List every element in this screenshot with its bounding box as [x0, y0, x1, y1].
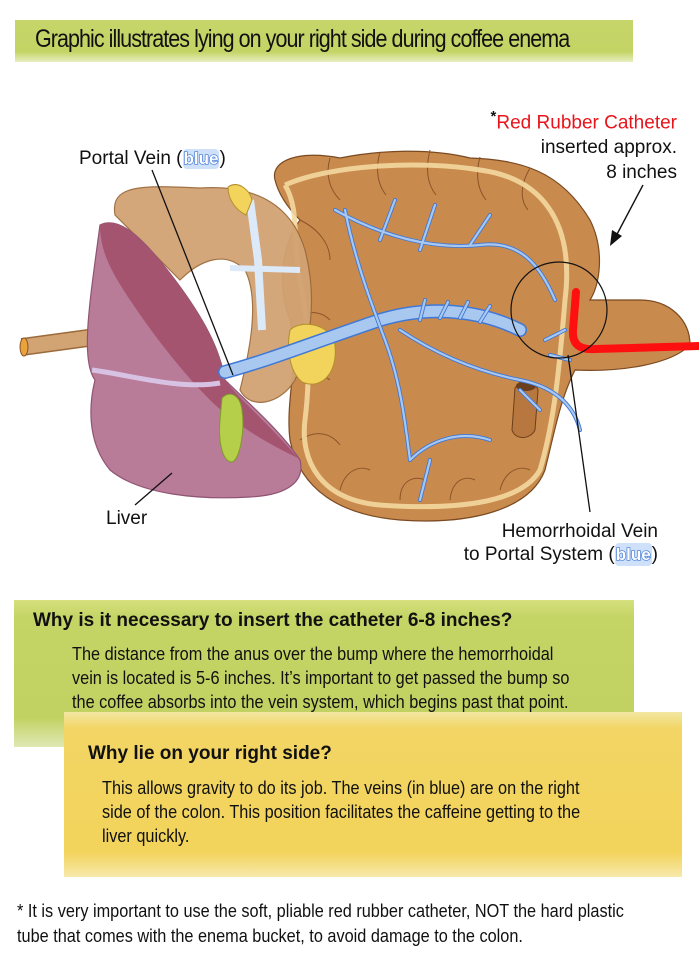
footnote-line: tube that comes with the enema bucket, t…: [17, 925, 523, 946]
catheter-arrow: [610, 184, 644, 246]
stomach: [19, 184, 336, 403]
box2-line: This allows gravity to do its job. The v…: [102, 777, 580, 798]
box1-body: The distance from the anus over the bump…: [72, 642, 635, 714]
portal-vein-pointer: [151, 169, 234, 376]
box2-line: side of the colon. This position facilit…: [102, 801, 581, 822]
hemorrhoidal-line1: Hemorrhoidal Vein: [501, 521, 658, 542]
blue-word-tag: blue: [182, 148, 220, 169]
box2-body: This allows gravity to do its job. The v…: [102, 776, 665, 848]
catheter-line2: inserted approx.: [540, 137, 677, 159]
box1-line: vein is located is 5-6 inches. It’s impo…: [72, 667, 570, 688]
catheter-label: *Red Rubber Catheter inserted approx. 8 …: [491, 104, 677, 185]
liver: [86, 222, 302, 499]
hemorrhoidal-line2: to Portal System (: [463, 544, 615, 565]
box1-heading: Why is it necessary to insert the cathet…: [33, 610, 513, 631]
box2-heading: Why lie on your right side?: [88, 743, 332, 764]
hemorrhoidal-vein-circle: [510, 261, 608, 359]
catheter-line3: 8 inches: [606, 162, 677, 184]
footnote: * It is very important to use the soft, …: [17, 898, 695, 948]
red-rubber-catheter: [568, 288, 699, 354]
anatomy-illustration: [19, 149, 699, 522]
liver-pointer: [134, 472, 173, 506]
title-banner: Graphic illustrates lying on your right …: [15, 20, 633, 62]
portal-vein-text: Portal Vein (: [79, 148, 183, 169]
hemorrhoidal-pointer: [567, 354, 591, 513]
hemorrhoidal-label: Hemorrhoidal Vein to Portal System (blue…: [464, 520, 658, 566]
footnote-line: * It is very important to use the soft, …: [17, 900, 624, 921]
blue-word-tag: blue: [614, 543, 652, 566]
catheter-name: Red Rubber Catheter: [496, 112, 677, 134]
box2-line: liver quickly.: [102, 825, 190, 846]
box1-line: The distance from the anus over the bump…: [72, 643, 554, 664]
asterisk-mark: *: [490, 108, 497, 125]
right-side-box: Why lie on your right side? This allows …: [64, 712, 682, 877]
box1-line: the coffee absorbs into the vein system,…: [72, 691, 569, 712]
portal-vein-label: Portal Vein (blue): [79, 148, 226, 170]
page-title: Graphic illustrates lying on your right …: [35, 25, 570, 53]
close-paren: ): [651, 544, 658, 565]
portal-vein-network: [218, 198, 582, 502]
close-paren: ): [219, 148, 226, 169]
liver-label: Liver: [106, 508, 148, 529]
